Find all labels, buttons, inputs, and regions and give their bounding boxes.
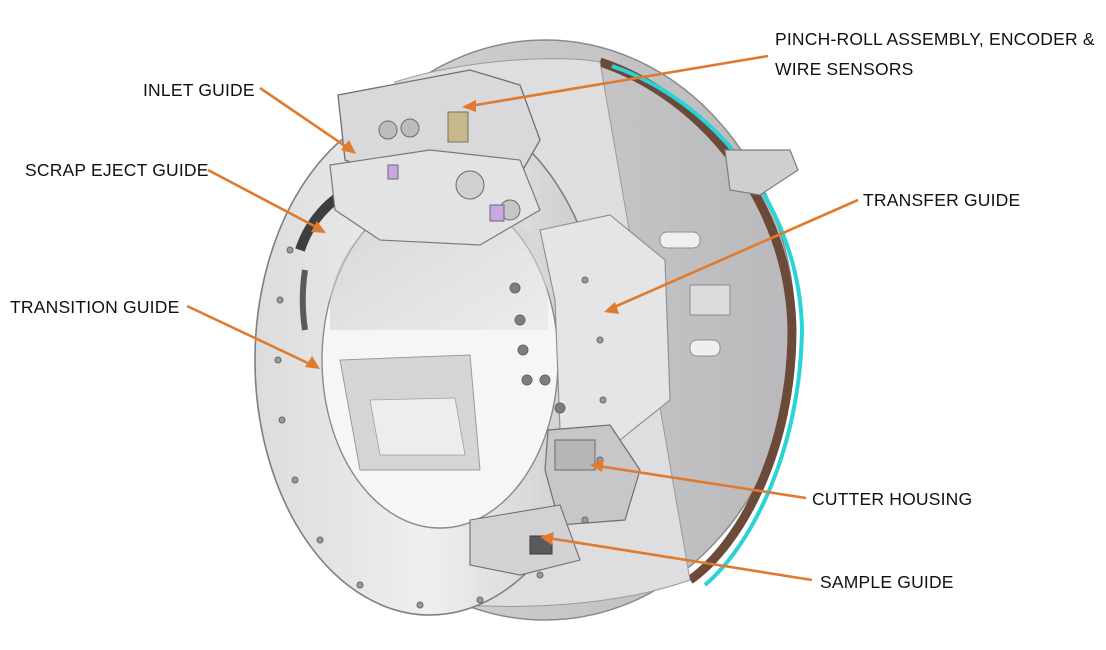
- leader-transfer: [611, 198, 859, 310]
- arrow-pinch-roll: [462, 100, 476, 112]
- arrow-cutter: [590, 459, 604, 472]
- label-cutter-housing: CUTTER HOUSING: [812, 489, 973, 509]
- leader-inlet-guide: [259, 86, 349, 150]
- bolt-pattern: [274, 246, 607, 609]
- arrow-inlet-guide: [341, 140, 356, 154]
- arrow-scrap-eject: [311, 221, 326, 233]
- top-assembly: [329, 69, 541, 246]
- leader-arrowheads: [305, 100, 619, 545]
- leader-pinch-roll: [469, 54, 769, 108]
- arrow-transfer: [604, 302, 619, 314]
- label-inlet-guide: INLET GUIDE: [143, 80, 255, 100]
- teal-accent: [611, 64, 805, 587]
- leader-transition: [186, 304, 313, 367]
- arrow-sample: [540, 532, 554, 545]
- transfer-assembly: [539, 214, 731, 441]
- leader-lines: [186, 54, 859, 582]
- leader-sample: [547, 536, 813, 582]
- arrow-transition: [305, 356, 320, 369]
- label-sample-guide: SAMPLE GUIDE: [820, 572, 954, 592]
- label-transition-guide: TRANSITION GUIDE: [10, 297, 180, 317]
- label-scrap-eject-guide: SCRAP EJECT GUIDE: [25, 160, 209, 180]
- label-pinch-roll-assembly: PINCH-ROLL ASSEMBLY, ENCODER & WIRE SENS…: [775, 29, 1095, 79]
- leader-cutter: [597, 464, 807, 500]
- mount-bracket: [724, 149, 799, 196]
- leader-scrap-eject: [207, 168, 319, 230]
- lower-assembly: [469, 424, 641, 576]
- label-transfer-guide: TRANSFER GUIDE: [863, 190, 1021, 210]
- rear-band: [598, 57, 797, 584]
